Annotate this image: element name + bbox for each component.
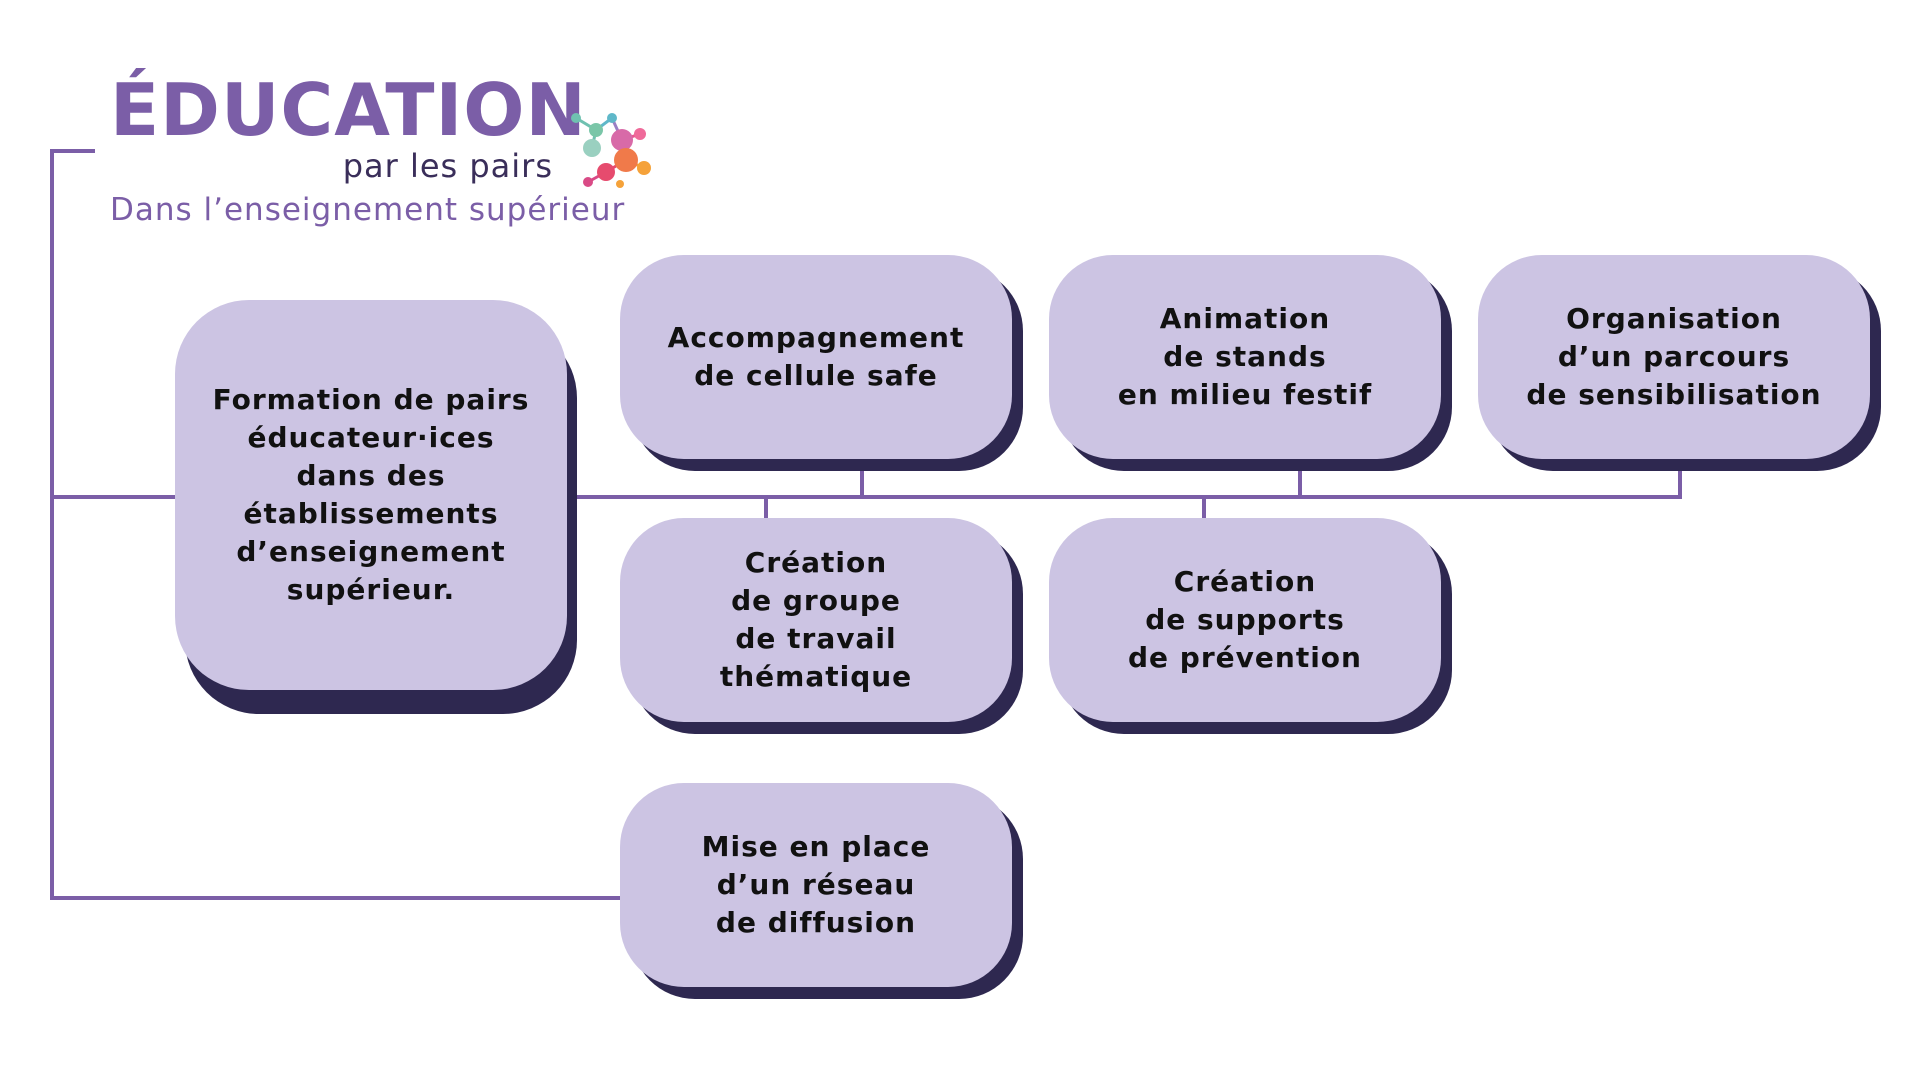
node-supports-prevention: Création de supports de prévention [1049,518,1441,722]
logo-title: ÉDUCATION [110,68,587,152]
node-supports-prevention-label: Création de supports de prévention [1128,565,1362,674]
node-reseau-diffusion: Mise en place d’un réseau de diffusion [620,783,1012,987]
logo-subtitle: par les pairs [342,147,553,185]
node-cellule-safe: Accompagnement de cellule safe [620,255,1012,459]
node-formation-label: Formation de pairs éducateur·ices dans d… [212,383,530,606]
node-cellule-safe-label: Accompagnement de cellule safe [667,321,965,392]
molecule-network-icon [571,113,651,188]
node-stands-festif: Animation de stands en milieu festif [1049,255,1441,459]
node-reseau-diffusion-label: Mise en place d’un réseau de diffusion [701,830,931,939]
node-groupe-travail: Création de groupe de travail thématique [620,518,1012,722]
node-parcours-sensibilisation-label: Organisation d’un parcours de sensibilis… [1526,302,1822,411]
logo-tagline: Dans l’enseignement supérieur [110,192,626,228]
connector-left-bracket [50,149,622,900]
node-formation: Formation de pairs éducateur·ices dans d… [175,300,567,690]
node-parcours-sensibilisation: Organisation d’un parcours de sensibilis… [1478,255,1870,459]
node-stands-festif-label: Animation de stands en milieu festif [1117,302,1373,411]
node-groupe-travail-label: Création de groupe de travail thématique [719,546,913,693]
